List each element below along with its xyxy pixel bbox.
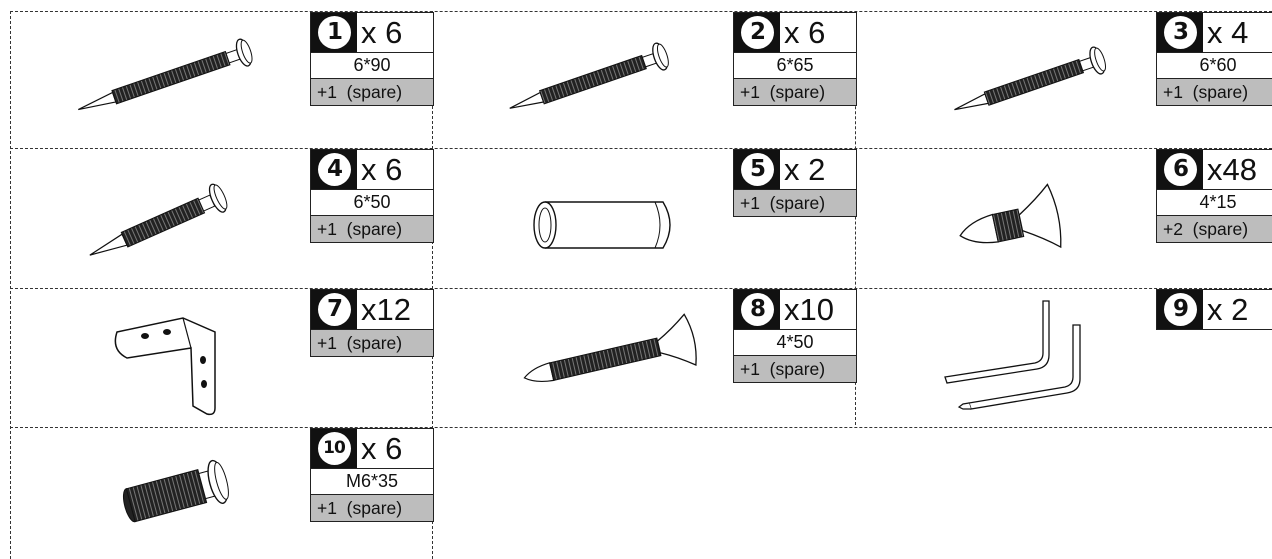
part-spare: +1 (spare) <box>311 330 433 356</box>
part-spare: +1 (spare) <box>734 79 856 105</box>
part-quantity: x 6 <box>357 13 433 52</box>
part-number: 10 <box>318 432 351 465</box>
part-size: 6*50 <box>311 190 433 216</box>
short-screw-icon <box>75 185 250 260</box>
part-quantity: x 6 <box>357 429 433 468</box>
screw-icon <box>940 48 1125 118</box>
bolt-icon <box>115 450 245 535</box>
part-number: 5 <box>741 153 774 186</box>
part-quantity: x12 <box>357 290 433 329</box>
part-number: 3 <box>1164 16 1197 49</box>
part-spare: +1 (spare) <box>311 495 433 521</box>
part-spare: +2 (spare) <box>1157 216 1272 242</box>
part-spare: +1 (spare) <box>311 216 433 242</box>
part-quantity: x 6 <box>780 13 856 52</box>
part-number: 8 <box>741 293 774 326</box>
part-number: 9 <box>1164 293 1197 326</box>
grid-line <box>10 11 1272 12</box>
part-quantity: x 2 <box>1203 290 1272 329</box>
part-quantity: x 6 <box>357 150 433 189</box>
allen-key-icon <box>935 293 1095 418</box>
part-spare: +1 (spare) <box>734 356 856 382</box>
grid-line <box>10 427 1272 428</box>
part-spare: +1 (spare) <box>734 190 856 216</box>
part-number: 2 <box>741 16 774 49</box>
part-number: 6 <box>1164 153 1197 186</box>
part-quantity: x48 <box>1203 150 1272 189</box>
small-screw-icon <box>950 185 1070 255</box>
grid-line <box>10 11 11 559</box>
part-size: 4*15 <box>1157 190 1272 216</box>
part-quantity: x 4 <box>1203 13 1272 52</box>
long-screw-icon <box>65 40 275 115</box>
screw-icon <box>495 45 690 115</box>
part-size: 6*65 <box>734 53 856 79</box>
part-number: 4 <box>318 153 351 186</box>
part-spare: +1 (spare) <box>1157 79 1272 105</box>
wood-screw-icon <box>515 318 705 388</box>
part-size: 6*60 <box>1157 53 1272 79</box>
part-number: 7 <box>318 293 351 326</box>
wooden-dowel-icon <box>525 190 685 260</box>
part-size: 6*90 <box>311 53 433 79</box>
part-spare: +1 (spare) <box>311 79 433 105</box>
part-quantity: x10 <box>780 290 856 329</box>
part-number: 1 <box>318 16 351 49</box>
grid-line <box>10 288 1272 289</box>
part-quantity: x 2 <box>780 150 856 189</box>
part-size: M6*35 <box>311 469 433 495</box>
grid-line <box>10 148 1272 149</box>
part-size: 4*50 <box>734 330 856 356</box>
l-bracket-icon <box>105 310 235 420</box>
